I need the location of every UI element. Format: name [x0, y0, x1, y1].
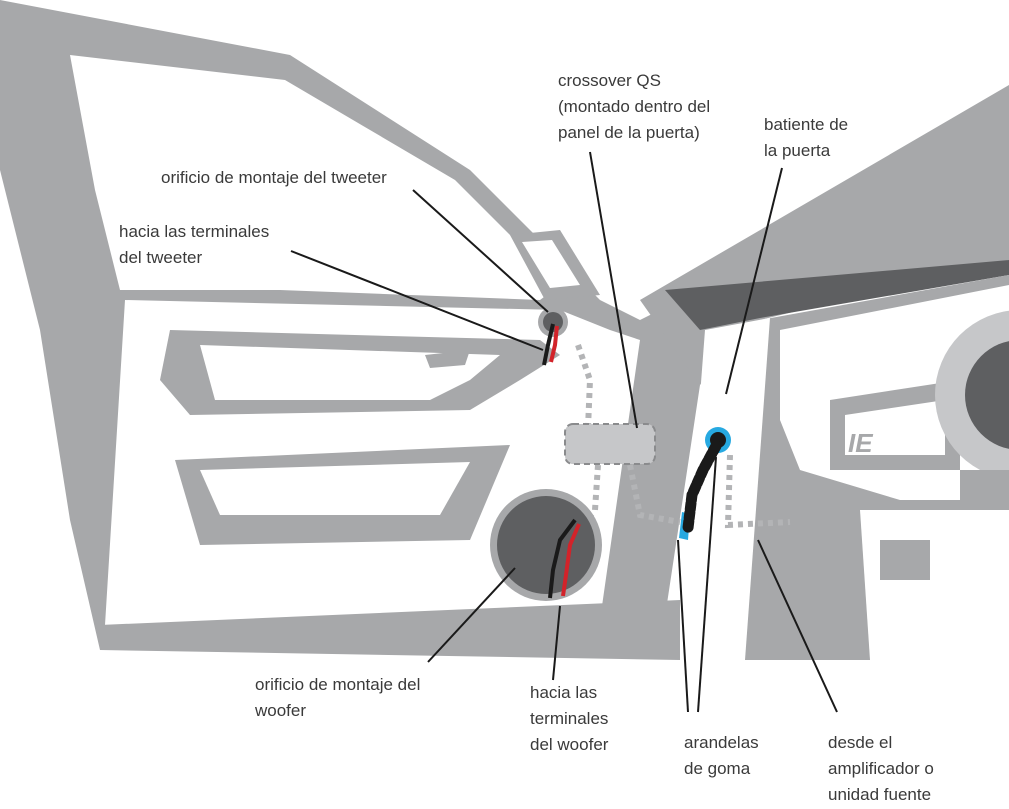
- window-area: [70, 55, 560, 300]
- lower-console: [860, 510, 1009, 660]
- steering-wheel-center: [965, 341, 1009, 449]
- label-tweeter-terminals-line1: hacia las terminales: [119, 222, 269, 241]
- callout-labels: crossover QS (montado dentro del panel d…: [119, 71, 939, 804]
- label-source-line3: unidad fuente: [828, 785, 931, 804]
- leader-woofer-terminals: [552, 605, 561, 681]
- label-crossover-line2: (montado dentro del: [558, 97, 710, 116]
- label-door-jamb-line1: batiente de: [764, 115, 848, 134]
- leader-tweeter-hole: [412, 189, 549, 313]
- dotted-wire-source: [724, 454, 791, 529]
- leader-lines: [290, 151, 838, 713]
- leader-source: [757, 539, 838, 713]
- label-woofer-terminals: hacia las terminales del woofer: [530, 683, 613, 754]
- woofer-wire-red: [561, 523, 581, 597]
- dashboard-top: [665, 260, 1009, 330]
- label-tweeter-hole-line1: orificio de montaje del tweeter: [161, 168, 387, 187]
- door-sill: [100, 600, 680, 660]
- dash-vent-inner: [845, 400, 945, 455]
- leader-woofer-hole: [427, 567, 516, 663]
- label-grommets-line1: arandelas: [684, 733, 759, 752]
- dotted-wire-grommet: [627, 464, 681, 525]
- wiring-components: [490, 307, 791, 601]
- label-crossover-line1: crossover QS: [558, 71, 661, 90]
- leader-grommet-a: [677, 539, 689, 713]
- label-woofer-hole-line1: orificio de montaje del: [255, 675, 420, 694]
- rubber-boot: [682, 440, 722, 534]
- label-woofer-terminals-line2: terminales: [530, 709, 608, 728]
- label-woofer-hole: orificio de montaje del woofer: [254, 675, 425, 720]
- leader-door-jamb: [725, 167, 783, 395]
- label-grommets-line2: de goma: [684, 759, 751, 778]
- label-tweeter-hole: orificio de montaje del tweeter: [161, 168, 387, 187]
- label-source-line1: desde el: [828, 733, 892, 752]
- label-door-jamb-line2: la puerta: [764, 141, 831, 160]
- car-door-illustration: IE: [0, 0, 1009, 660]
- leader-tweeter-terminals: [290, 250, 544, 351]
- label-woofer-terminals-line3: del woofer: [530, 735, 609, 754]
- label-source: desde el amplificador o unidad fuente: [828, 733, 939, 804]
- label-tweeter-terminals: hacia las terminales del tweeter: [119, 222, 274, 267]
- dash-logo: IE: [848, 428, 873, 458]
- label-door-jamb: batiente de la puerta: [764, 115, 853, 160]
- leader-grommet-b: [697, 456, 717, 713]
- door-handle: [425, 350, 470, 368]
- tweeter-wire-black: [542, 323, 555, 366]
- woofer-wire-black: [548, 518, 577, 599]
- label-grommets: arandelas de goma: [684, 733, 763, 778]
- label-crossover-line3: panel de la puerta): [558, 123, 700, 142]
- tweeter-wire-red: [549, 325, 559, 363]
- dotted-wire-tweeter: [575, 344, 594, 429]
- label-source-line2: amplificador o: [828, 759, 934, 778]
- leader-crossover: [589, 151, 638, 429]
- door-jamb-strip: [680, 318, 770, 660]
- armrest-inner: [200, 345, 500, 400]
- side-mirror-glass: [522, 240, 580, 288]
- door-pocket-inner: [200, 462, 470, 515]
- label-woofer-hole-line2: woofer: [254, 701, 306, 720]
- crossover-box: [564, 423, 656, 465]
- label-tweeter-terminals-line2: del tweeter: [119, 248, 202, 267]
- console-slot: [880, 540, 930, 580]
- label-woofer-terminals-line1: hacia las: [530, 683, 597, 702]
- label-crossover: crossover QS (montado dentro del panel d…: [558, 71, 715, 142]
- woofer-hole: [497, 496, 595, 594]
